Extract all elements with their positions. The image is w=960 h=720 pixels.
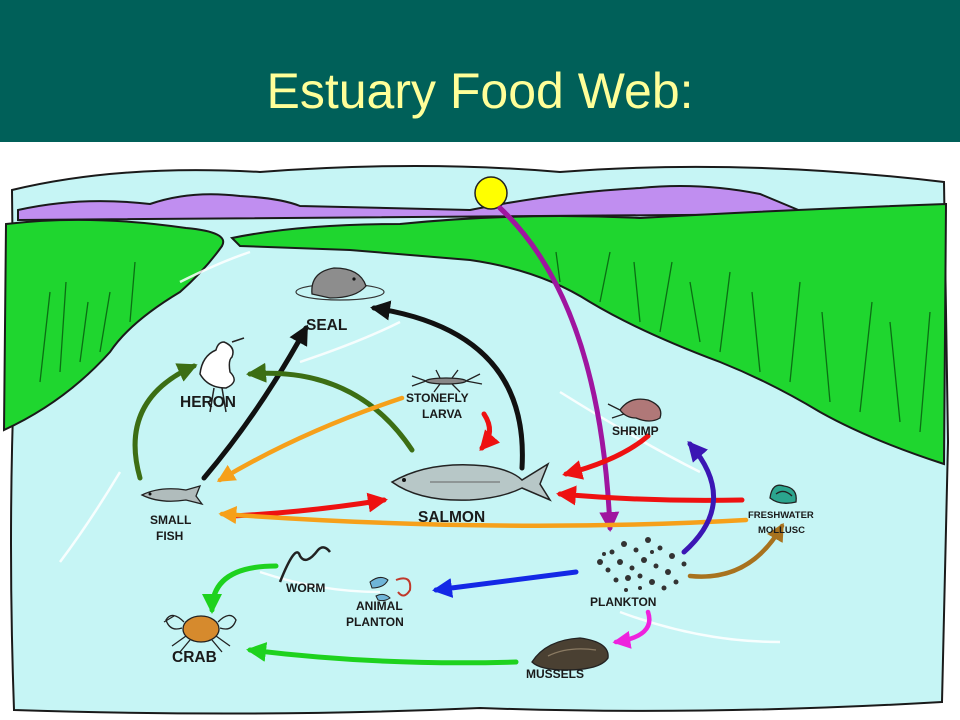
food-web-diagram: SEAL HERON STONEFLY LARVA SHRIMP SALMON … <box>2 165 950 715</box>
food-web-arrows <box>132 205 785 666</box>
title-bar: Estuary Food Web: <box>0 0 960 142</box>
label-worm: WORM <box>286 581 325 595</box>
arrow-stonefly-to-salmon <box>479 411 501 452</box>
plankton-icon <box>597 537 687 592</box>
arrow-plankton-to-shrimp <box>681 440 716 555</box>
salmon-icon <box>390 462 552 502</box>
arrow-sun-to-plankton <box>497 205 620 532</box>
arrow-shrimp-to-salmon <box>562 433 651 480</box>
arrow-mollusc-to-small-fish <box>218 506 749 529</box>
label-freshwater-1: FRESHWATER <box>748 510 814 521</box>
label-animal-plankton-1: ANIMAL <box>356 599 403 613</box>
small-fish-icon <box>140 485 204 506</box>
label-crab: CRAB <box>172 649 217 666</box>
arrow-salmon-to-heron <box>246 362 415 453</box>
mussels-icon <box>531 637 609 671</box>
shrimp-icon <box>607 398 662 422</box>
slide-title: Estuary Food Web: <box>266 63 694 119</box>
label-plankton: PLANKTON <box>590 595 656 609</box>
sun <box>474 176 508 210</box>
reeds <box>39 251 931 433</box>
arrow-small-fish-to-seal <box>201 324 309 481</box>
freshwater-mollusc-icon <box>769 484 797 504</box>
arrow-plankton-to-mussels <box>612 609 652 649</box>
heron-icon <box>199 337 245 413</box>
arrow-salmon-to-seal <box>370 300 525 471</box>
label-small-fish-1: SMALL <box>150 513 191 527</box>
worm-icon <box>278 546 331 583</box>
crab-icon <box>163 614 237 653</box>
arrow-worm-to-crab <box>202 563 279 614</box>
arrow-plankton-to-mollusc <box>687 522 785 579</box>
label-shrimp: SHRIMP <box>612 424 659 438</box>
mountains <box>17 185 809 222</box>
label-small-fish-2: FISH <box>156 529 183 543</box>
label-seal: SEAL <box>306 317 347 334</box>
right-grass-bank <box>229 202 948 466</box>
label-mussels: MUSSELS <box>526 667 584 681</box>
animal-plankton-icon <box>369 576 412 602</box>
seal-icon <box>295 267 385 301</box>
arrow-mussels-to-crab <box>246 642 519 666</box>
label-heron: HERON <box>180 394 236 411</box>
label-animal-plankton-2: PLANTON <box>346 615 404 629</box>
arrow-mollusc-to-salmon <box>556 485 745 506</box>
water-ripples <box>58 250 781 644</box>
stonefly-larva-icon <box>411 369 483 393</box>
label-stonefly-2: LARVA <box>422 407 463 421</box>
label-freshwater-2: MOLLUSC <box>758 525 805 536</box>
arrow-small-fish-to-heron <box>132 363 198 481</box>
label-salmon: SALMON <box>418 509 485 526</box>
arrow-stonefly-to-small-fish <box>216 395 405 483</box>
arrow-plankton-to-animal-plankton <box>432 569 579 598</box>
label-stonefly-1: STONEFLY <box>406 391 469 405</box>
